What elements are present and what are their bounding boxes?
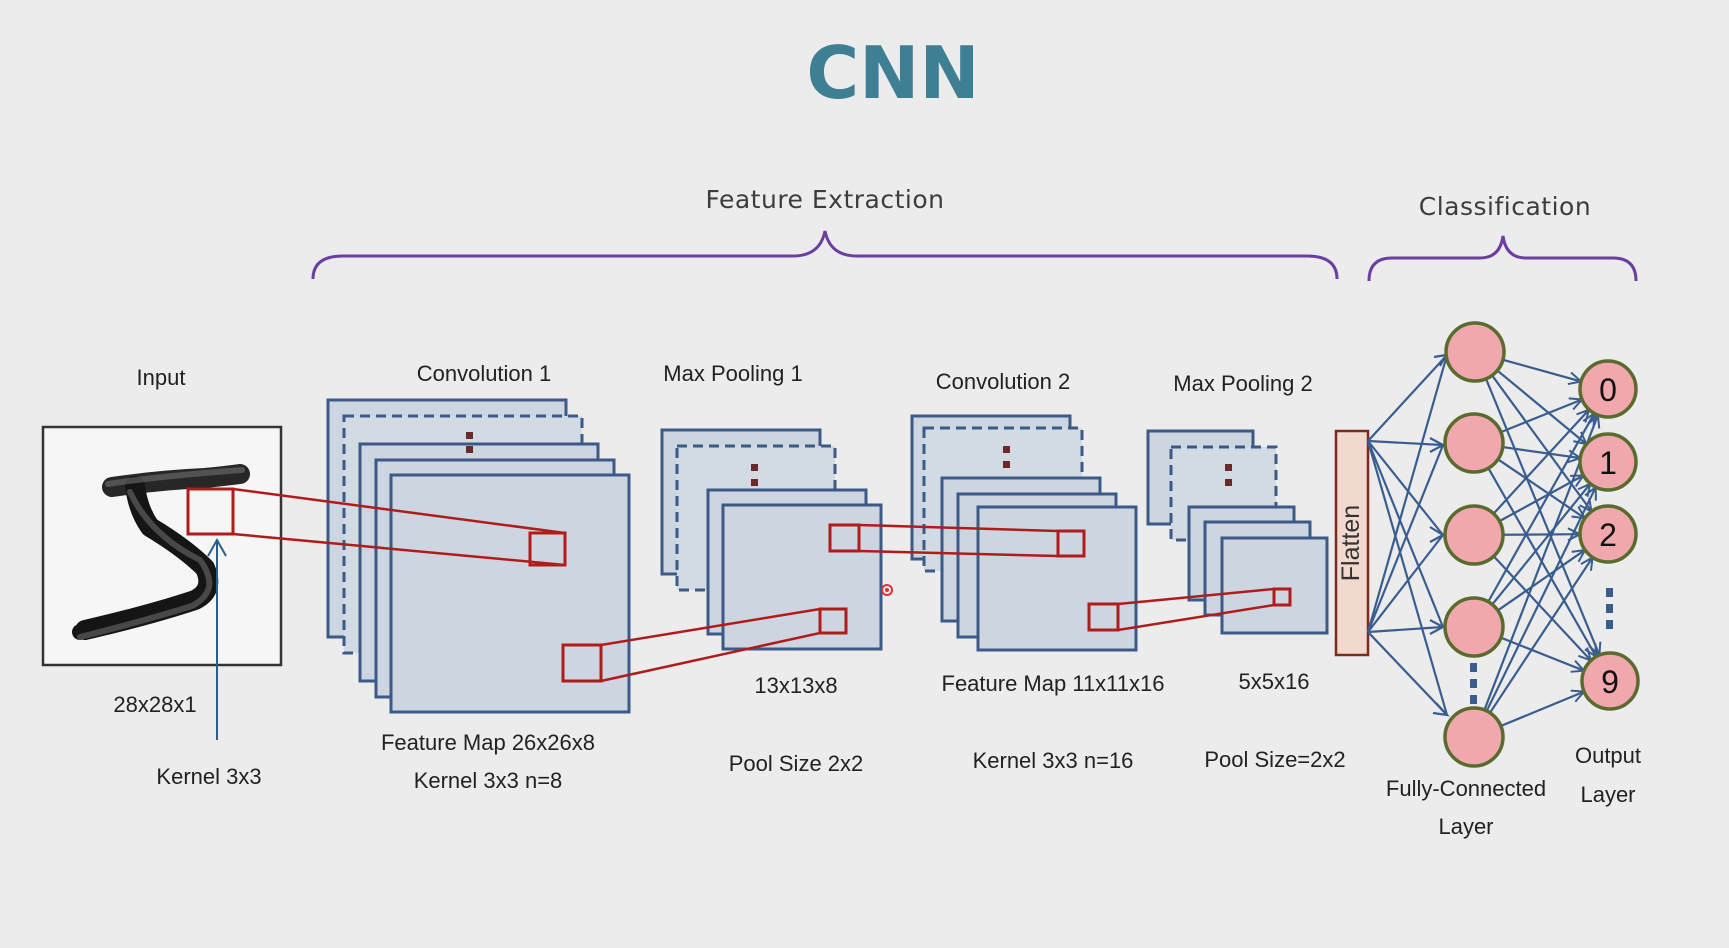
cursor-marker: [881, 584, 893, 596]
fc-output-edge: [1484, 378, 1601, 656]
flatten-layer: [1334, 429, 1370, 657]
output-label-line2: Layer: [1580, 782, 1635, 807]
fc-output-edge: [1502, 533, 1581, 536]
fc-output-edge: [1497, 549, 1586, 612]
pool1-conv-window: [828, 523, 861, 553]
output-node-1: [1578, 432, 1638, 492]
fc-output-edge: [1496, 369, 1588, 446]
pool2-projection-line-bottom: [1117, 603, 1275, 632]
cursor-marker-center: [885, 588, 889, 592]
conv2-pool-window: [1087, 602, 1120, 632]
pool1-size-label: 13x13x8: [754, 673, 837, 698]
conv1-pool-window: [561, 643, 603, 683]
output-ellipsis: [1606, 588, 1613, 597]
diagram-title: CNN: [806, 31, 979, 115]
fc-node: [1443, 596, 1505, 658]
fc-node: [1443, 412, 1505, 474]
fc-ellipsis: [1470, 679, 1477, 688]
conv1-size-label: Feature Map 26x26x8: [381, 730, 595, 755]
conv2-kernel-label: Kernel 3x3 n=16: [973, 748, 1134, 773]
output-node-label: 2: [1599, 517, 1617, 553]
output-layer: 0 1 2 9: [1578, 359, 1640, 711]
conv2-size-label: Feature Map 11x11x16: [942, 671, 1165, 696]
fc-output-edge: [1492, 408, 1590, 515]
classification-heading: Classification: [1419, 192, 1591, 221]
fc-output-edge: [1502, 358, 1582, 383]
pool2-pool-label: Pool Size=2x2: [1204, 747, 1345, 772]
input-digit-image: [41, 425, 283, 667]
conv2-projection-line-top: [858, 523, 1059, 533]
conv1-output-cell: [528, 531, 567, 567]
conv2-output-cell: [1056, 529, 1086, 558]
output-ellipsis: [1606, 620, 1613, 629]
conv2-projection-line-bottom: [858, 549, 1059, 558]
conv1-projection-line-top: [232, 487, 566, 535]
flatten-label: Flatten: [1337, 505, 1365, 581]
pool2-feature-maps: [1146, 429, 1329, 635]
output-node-label: 9: [1601, 664, 1619, 700]
pool1-feature-maps: [660, 428, 883, 651]
conv1-kernel-label: Kernel 3x3 n=8: [414, 768, 563, 793]
pool2-heading: Max Pooling 2: [1173, 371, 1312, 396]
pool1-heading: Max Pooling 1: [663, 361, 802, 386]
fc-output-edge: [1500, 690, 1585, 727]
fc-output-arrowhead: [1580, 555, 1594, 571]
conv1-feature-maps: [326, 398, 631, 714]
fc-output-edge: [1502, 445, 1581, 460]
conv1-projection-line-bottom: [232, 532, 566, 567]
pool1-projection-line-top: [600, 607, 821, 647]
fc-node: [1443, 504, 1505, 566]
fc-output-edge: [1485, 486, 1597, 712]
fc-output-edge: [1489, 556, 1594, 714]
fc-label-line1: Fully-Connected: [1386, 776, 1546, 801]
output-node-2: [1578, 504, 1638, 564]
fc-label-line2: Layer: [1438, 814, 1493, 839]
fc-ellipsis: [1470, 663, 1477, 672]
kernel-label: Kernel 3x3: [156, 764, 261, 789]
fc-node: [1443, 706, 1505, 768]
feature-extraction-brace: [311, 230, 1339, 280]
classification-brace: [1367, 235, 1638, 282]
output-node-label: 0: [1599, 372, 1617, 408]
conv1-heading: Convolution 1: [417, 361, 552, 386]
fc-output-edge: [1500, 398, 1583, 434]
fc-ellipsis: [1470, 695, 1477, 704]
kernel-pointer-arrowhead: [207, 537, 227, 557]
output-node-9: [1580, 651, 1640, 711]
output-label-line1: Output: [1575, 743, 1641, 768]
pool2-projection-line-top: [1117, 587, 1275, 606]
output-ellipsis: [1606, 604, 1613, 613]
pool1-projection-line-bottom: [600, 631, 821, 683]
fc-output-edge: [1500, 636, 1585, 672]
fc-output-edge: [1491, 483, 1592, 606]
pool1-pool-label: Pool Size 2x2: [729, 751, 864, 776]
fully-connected-layer: [1443, 321, 1506, 768]
feature-extraction-heading: Feature Extraction: [705, 185, 944, 214]
fc-output-edge: [1487, 412, 1596, 603]
conv2-feature-maps: [910, 414, 1138, 652]
fc-output-edge: [1491, 374, 1593, 513]
fc-node: [1444, 321, 1506, 383]
input-kernel-window: [186, 487, 235, 536]
pool1-output-cell: [818, 607, 848, 635]
pool2-size-label: 5x5x16: [1239, 669, 1310, 694]
pool2-output-cell: [1272, 587, 1292, 607]
input-heading: Input: [137, 365, 186, 390]
input-size-label: 28x28x1: [113, 692, 196, 717]
fc-output-edge: [1498, 474, 1584, 523]
conv2-heading: Convolution 2: [936, 369, 1071, 394]
fc-output-edge: [1492, 555, 1592, 662]
output-node-label: 1: [1599, 445, 1617, 481]
output-node-0: [1578, 359, 1638, 419]
